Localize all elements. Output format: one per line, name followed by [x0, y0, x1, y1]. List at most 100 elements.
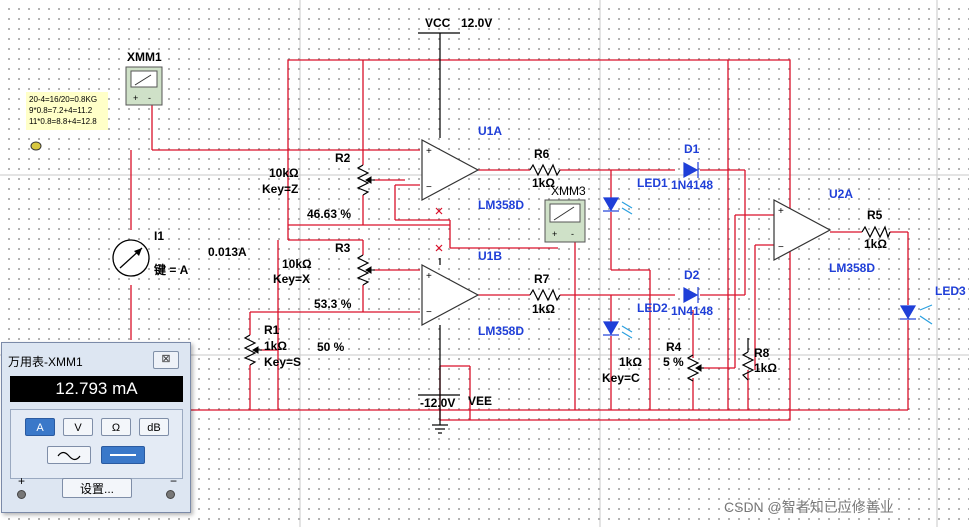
- potentiometer-r2: [356, 164, 370, 196]
- resistors: [243, 163, 891, 382]
- r3-name: R3: [335, 241, 351, 255]
- positive-terminal-label: +: [18, 474, 26, 488]
- r6-value: 1kΩ: [532, 176, 555, 190]
- d2-part: 1N4148: [671, 304, 714, 318]
- r5-value: 1kΩ: [864, 237, 887, 251]
- no-connect-marks: [435, 207, 443, 252]
- r2-name: R2: [335, 151, 351, 165]
- potentiometer-r4: [686, 354, 700, 382]
- negative-terminal[interactable]: [166, 490, 175, 499]
- r2-key: Key=Z: [262, 182, 299, 196]
- ac-mode-button[interactable]: [47, 446, 91, 464]
- vee-label: VEE: [468, 394, 493, 408]
- ac-wave-icon: [57, 451, 81, 461]
- r3-percent: 53.3 %: [314, 297, 352, 311]
- annotation-note: 20-4=16/20=0.8KG 9*0.8=7.2+4=11.2 11*0.8…: [26, 92, 108, 130]
- watermark: CSDN @智者知已应修善业: [724, 499, 894, 515]
- mode-ammeter-button[interactable]: A: [25, 418, 55, 436]
- diode-d1: [683, 161, 699, 179]
- r2-value: 10kΩ: [269, 166, 299, 180]
- current-source-i1[interactable]: [112, 239, 150, 277]
- multimeter-title: 万用表-XMM1: [8, 355, 83, 369]
- resistor-r5: [861, 225, 891, 239]
- pot-wipers: [252, 176, 704, 372]
- note-line: 9*0.8=7.2+4=11.2: [29, 106, 93, 115]
- opamp-u1a: [421, 138, 480, 202]
- potentiometer-r3: [356, 254, 370, 286]
- r4-name: R4: [666, 340, 682, 354]
- dc-mode-button[interactable]: [101, 446, 145, 464]
- resistor-r7: [529, 288, 561, 302]
- svg-text:-: -: [571, 229, 574, 239]
- r4-value: 1kΩ: [619, 355, 642, 369]
- u2a-label: U2A: [829, 187, 854, 201]
- r6-name: R6: [534, 147, 550, 161]
- r1-percent: 50 %: [317, 340, 345, 354]
- i1-name: I1: [154, 229, 165, 243]
- xmm1-symbol[interactable]: + -: [125, 66, 163, 106]
- resistor-r6: [529, 163, 561, 177]
- probe-icon: [30, 141, 42, 151]
- led-led1: [602, 197, 620, 212]
- svg-text:+: +: [133, 93, 138, 103]
- xmm3-symbol[interactable]: + -: [544, 199, 586, 243]
- d2-name: D2: [684, 268, 700, 282]
- r1-name: R1: [264, 323, 280, 337]
- negative-terminal-label: −: [170, 474, 178, 488]
- r3-key: Key=X: [273, 272, 311, 286]
- positive-terminal[interactable]: [17, 490, 26, 499]
- vcc-value: 12.0V: [461, 16, 493, 30]
- r7-name: R7: [534, 272, 550, 286]
- i1-key: 键 = A: [154, 263, 189, 277]
- svg-text:+: +: [426, 271, 432, 282]
- u1a-label: U1A: [478, 124, 503, 138]
- power-wires: [418, 32, 460, 434]
- d1-name: D1: [684, 142, 700, 156]
- resistor-r8: [741, 351, 755, 381]
- svg-text:+: +: [778, 206, 784, 217]
- led2-label: LED2: [637, 301, 668, 315]
- u1a-part: LM358D: [478, 198, 525, 212]
- svg-text:+: +: [426, 146, 432, 157]
- settings-button[interactable]: 设置...: [62, 478, 132, 498]
- diodes: [602, 161, 917, 336]
- u1b-label: U1B: [478, 249, 503, 263]
- note-line: 20-4=16/20=0.8KG: [29, 95, 98, 104]
- r4-key: Key=C: [602, 371, 640, 385]
- r2-percent: 46.63 %: [307, 207, 352, 221]
- r1-key: Key=S: [264, 355, 302, 369]
- vcc-label: VCC: [425, 16, 451, 30]
- note-line: 11*0.8=8.8+4=12.8: [29, 117, 97, 126]
- svg-text:−: −: [426, 307, 432, 318]
- mode-db-button[interactable]: dB: [139, 418, 169, 436]
- r1-value: 1kΩ: [264, 339, 287, 353]
- svg-text:−: −: [778, 242, 784, 253]
- r8-value: 1kΩ: [754, 361, 777, 375]
- mode-ohmmeter-button[interactable]: Ω: [101, 418, 131, 436]
- close-button[interactable]: ⊠: [153, 351, 179, 369]
- diode-d2: [683, 286, 699, 304]
- vee-value: -12.0V: [420, 396, 456, 410]
- xmm3-label: XMM3: [551, 184, 586, 198]
- led-led3: [899, 305, 917, 320]
- r4-percent: 5 %: [663, 355, 684, 369]
- opamp-u1b: [421, 263, 480, 327]
- multimeter-reading: 12.793 mA: [10, 376, 183, 402]
- opamp-pins: +− +− +−: [426, 146, 784, 318]
- multimeter-window[interactable]: 万用表-XMM1 ⊠ 12.793 mA A V Ω dB + 设置... −: [1, 342, 191, 513]
- led-rays: [621, 201, 933, 339]
- mode-voltmeter-button[interactable]: V: [63, 418, 93, 436]
- r5-name: R5: [867, 208, 883, 222]
- d1-part: 1N4148: [671, 178, 714, 192]
- r8-name: R8: [754, 346, 770, 360]
- potentiometer-r1: [243, 334, 257, 366]
- opamps: [421, 138, 832, 327]
- opamp-u2a: [773, 198, 832, 262]
- dc-line-icon: [110, 454, 136, 456]
- r7-value: 1kΩ: [532, 302, 555, 316]
- i1-value: 0.013A: [208, 245, 247, 259]
- svg-text:+: +: [552, 229, 557, 239]
- r3-value: 10kΩ: [282, 257, 312, 271]
